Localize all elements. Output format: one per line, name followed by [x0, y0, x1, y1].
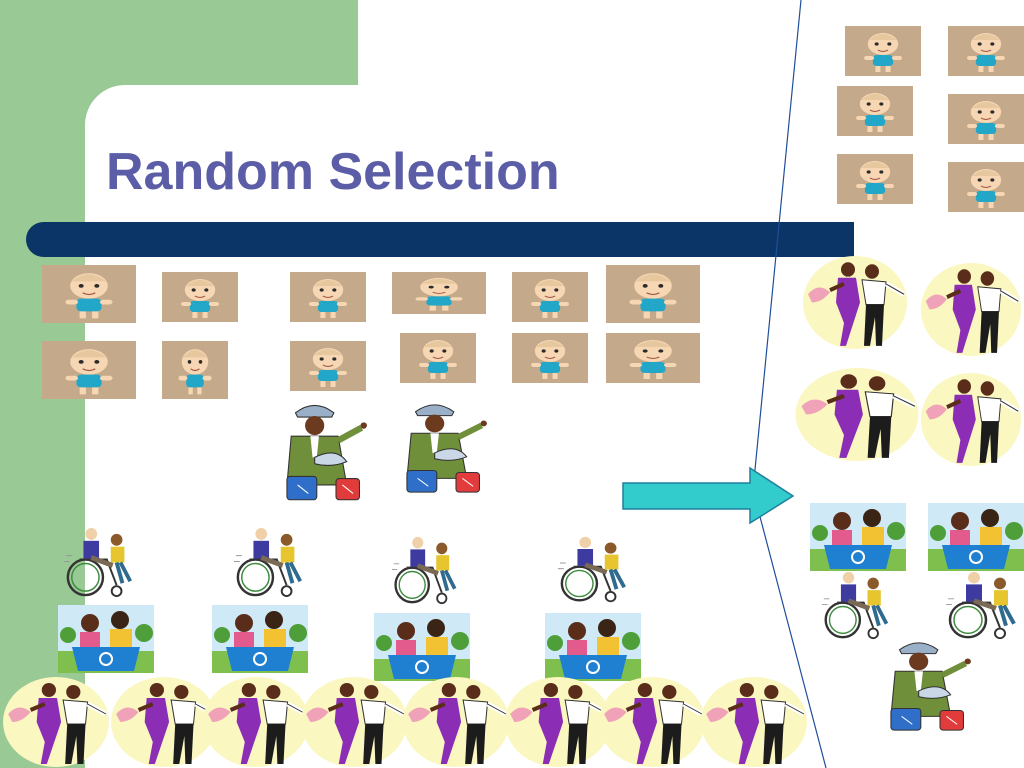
dancing-couple-icon	[596, 676, 708, 768]
dancing-couple-icon	[918, 262, 1024, 357]
dancing-couple-icon	[698, 676, 810, 768]
wheelchair-pair-icon	[62, 526, 140, 600]
dancing-couple-icon	[792, 367, 922, 462]
baby-icon	[837, 86, 913, 136]
baby-icon	[392, 272, 486, 314]
slide-title: Random Selection	[106, 143, 560, 201]
baby-icon	[948, 162, 1024, 212]
recycling-kids-icon	[212, 605, 308, 673]
wheelchair-pair-icon	[820, 570, 896, 642]
mail-carrier-icon	[392, 398, 488, 496]
wheelchair-pair-icon	[556, 535, 634, 605]
recycling-kids-icon	[928, 503, 1024, 571]
dancing-couple-icon	[400, 676, 512, 768]
baby-icon	[162, 272, 238, 322]
dancing-couple-icon	[0, 676, 112, 768]
right-arrow-icon	[622, 466, 795, 525]
baby-icon	[948, 94, 1024, 144]
mail-carrier-icon	[876, 636, 972, 734]
baby-icon	[948, 26, 1024, 76]
baby-icon	[845, 26, 921, 76]
baby-icon	[290, 341, 366, 391]
recycling-kids-icon	[58, 605, 154, 673]
baby-icon	[512, 333, 588, 383]
baby-icon	[400, 333, 476, 383]
baby-icon	[606, 333, 700, 383]
baby-icon	[837, 154, 913, 204]
wheelchair-pair-icon	[232, 526, 310, 600]
recycling-kids-icon	[545, 613, 641, 681]
dancing-couple-icon	[298, 676, 410, 768]
wheelchair-pair-icon	[944, 570, 1024, 642]
wheelchair-pair-icon	[390, 535, 464, 607]
mail-carrier-icon	[272, 398, 368, 504]
recycling-kids-icon	[374, 613, 470, 681]
baby-icon	[290, 272, 366, 322]
title-underline-bar	[26, 222, 854, 257]
baby-icon	[42, 265, 136, 323]
recycling-kids-icon	[810, 503, 906, 571]
dancing-couple-icon	[918, 372, 1024, 467]
baby-icon	[42, 341, 136, 399]
dancing-couple-icon	[200, 676, 312, 768]
baby-icon	[512, 272, 588, 322]
baby-icon	[162, 341, 228, 399]
baby-icon	[606, 265, 700, 323]
dancing-couple-icon	[800, 255, 910, 350]
